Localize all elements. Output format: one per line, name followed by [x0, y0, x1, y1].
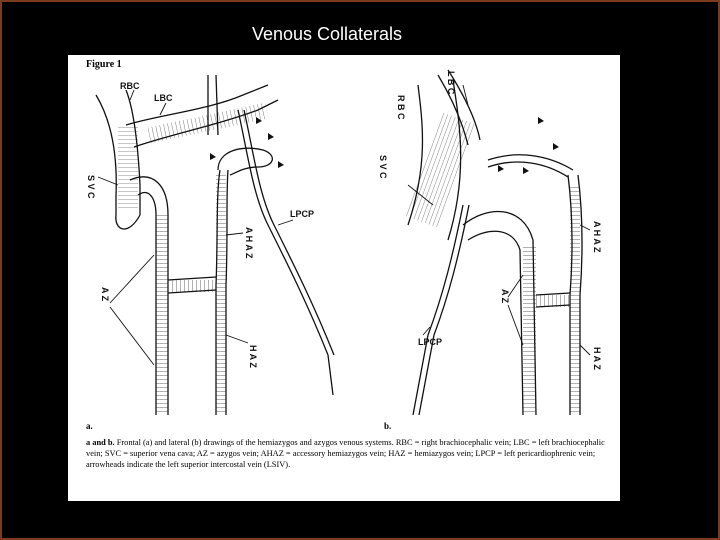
figure-caption: a and b. Frontal (a) and lateral (b) dra… [86, 437, 606, 470]
lpcp-vessel-b [413, 205, 469, 415]
lsiv-arrowheads-b [498, 117, 559, 174]
label-rbc-b: R B C [396, 95, 406, 120]
label-az-a: A Z [100, 287, 110, 302]
panel-a-letter: a. [86, 421, 93, 431]
label-ahaz-b: A H A Z [592, 221, 602, 253]
label-ahaz-a: A H A Z [244, 227, 254, 259]
label-svc-b: S V C [378, 155, 388, 179]
label-haz-a: H A Z [248, 345, 258, 368]
labels-panel-b: L B C R B C S V C A H A Z A Z H A Z LPCP [378, 71, 602, 370]
label-rbc-a: RBC [120, 81, 140, 91]
panel-b-letter: b. [384, 421, 391, 431]
slide-title: Venous Collaterals [2, 24, 652, 45]
label-lbc-b: L B C [446, 71, 456, 95]
drawing-panel-b [405, 70, 590, 415]
venous-drawing: RBC LBC S V C A H A Z LPCP A Z H A Z [68, 55, 620, 435]
caption-lead: a and b. [86, 438, 115, 447]
label-haz-b: H A Z [592, 347, 602, 370]
label-lpcp-a: LPCP [290, 209, 314, 219]
label-lbc-a: LBC [154, 93, 173, 103]
drawing-panel-a [96, 75, 334, 415]
figure-panel: Figure 1 [68, 55, 620, 501]
caption-text: Frontal (a) and lateral (b) drawings of … [86, 438, 605, 469]
label-az-b: A Z [500, 289, 510, 304]
label-lpcp-b: LPCP [418, 337, 442, 347]
label-svc-a: S V C [86, 175, 96, 199]
